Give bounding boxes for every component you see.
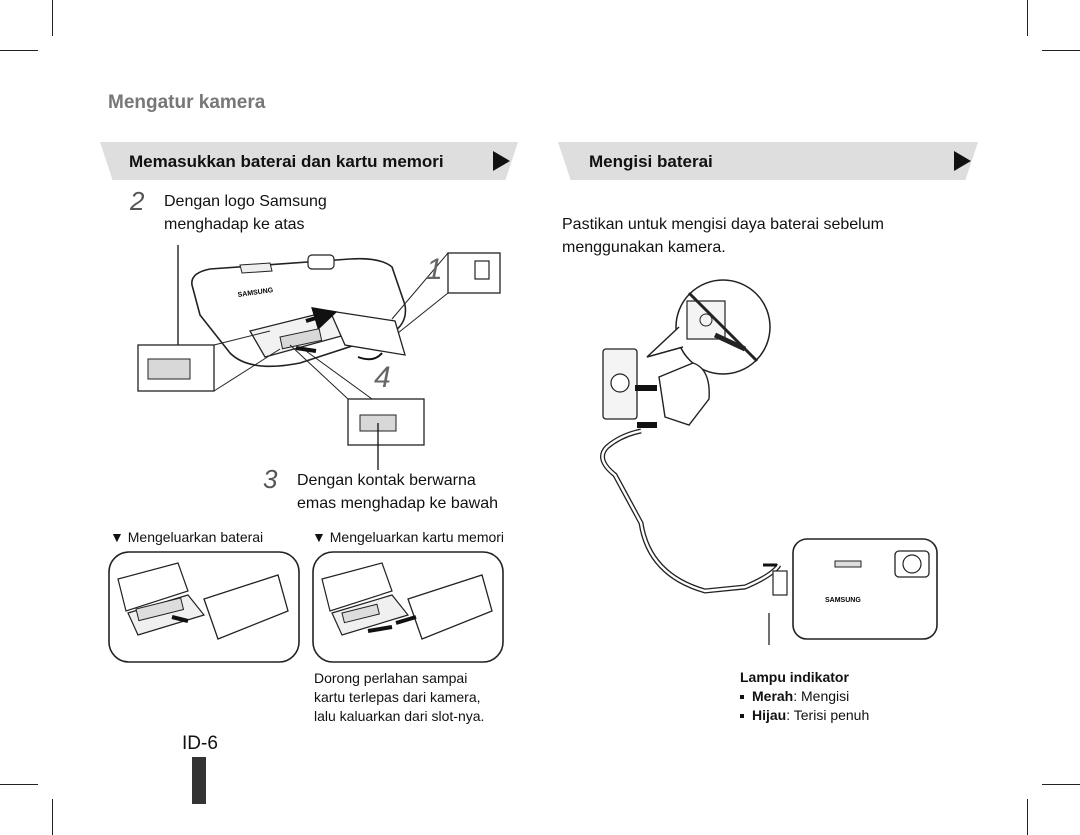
crop-mark xyxy=(1042,784,1080,785)
battery-card-insertion-illustration: SAMSUNG xyxy=(137,245,501,470)
indicator-term: Hijau xyxy=(752,707,787,723)
play-arrow-icon xyxy=(954,151,971,171)
play-arrow-icon xyxy=(493,151,510,171)
charge-intro-line: Pastikan untuk mengisi daya baterai sebe… xyxy=(562,216,884,233)
brand-text: SAMSUNG xyxy=(825,597,861,604)
callout-number: 1 xyxy=(426,253,443,286)
bullet-icon xyxy=(740,695,744,700)
indicator-term: Merah xyxy=(752,688,794,704)
indicator-item: Merah: Mengisi xyxy=(740,687,869,706)
bullet-icon xyxy=(740,714,744,719)
card-note-line: kartu terlepas dari kamera, xyxy=(314,689,481,705)
left-section-title: Memasukkan baterai dan kartu memori xyxy=(129,152,444,171)
thumb-tab xyxy=(192,757,206,804)
charge-intro-line: menggunakan kamera. xyxy=(562,239,726,256)
step-number: 3 xyxy=(263,464,278,494)
card-note-line: Dorong perlahan sampai xyxy=(314,670,468,686)
crop-mark xyxy=(0,50,38,51)
charging-illustration: SAMSUNG xyxy=(600,279,938,645)
card-note-line: lalu kaluarkan dari slot-nya. xyxy=(314,708,485,724)
step-text-line: menghadap ke atas xyxy=(164,216,305,233)
crop-mark xyxy=(1027,0,1028,36)
indicator-title: Lampu indikator xyxy=(740,669,849,685)
remove-card-label: ▼ Mengeluarkan kartu memori xyxy=(312,529,505,545)
indicator-desc: : Mengisi xyxy=(793,688,850,704)
indicator-desc: : Terisi penuh xyxy=(786,707,870,723)
page-number: ID-6 xyxy=(182,733,218,754)
crop-mark xyxy=(1027,799,1028,835)
crop-mark xyxy=(52,799,53,835)
callout-number: 4 xyxy=(374,361,391,394)
indicator-item: Hijau: Terisi penuh xyxy=(740,706,869,725)
brand-text: SAMSUNG xyxy=(237,287,274,299)
indicator-legend: Lampu indikator Merah: Mengisi Hijau: Te… xyxy=(740,668,869,725)
step-text-line: Dengan kontak berwarna xyxy=(297,472,476,489)
step-text: Dengan kontak berwarna emas menghadap ke… xyxy=(297,469,498,515)
left-section-bar: Memasukkan baterai dan kartu memori xyxy=(100,142,518,180)
crop-mark xyxy=(52,0,53,36)
step-text-line: Dengan logo Samsung xyxy=(164,193,327,210)
charge-intro: Pastikan untuk mengisi daya baterai sebe… xyxy=(562,213,884,259)
crop-mark xyxy=(0,784,38,785)
step-number: 2 xyxy=(130,186,145,216)
right-section-title: Mengisi baterai xyxy=(589,152,713,171)
crop-mark xyxy=(1042,50,1080,51)
remove-battery-illustration xyxy=(108,551,300,663)
remove-card-illustration xyxy=(312,551,504,663)
right-section-bar: Mengisi baterai xyxy=(558,142,978,180)
step-text: Dengan logo Samsung menghadap ke atas xyxy=(164,190,327,236)
step-text-line: emas menghadap ke bawah xyxy=(297,495,499,512)
section-title: Mengatur kamera xyxy=(108,92,266,113)
card-note: Dorong perlahan sampai kartu terlepas da… xyxy=(314,669,484,726)
remove-battery-label: ▼ Mengeluarkan baterai xyxy=(110,529,264,545)
